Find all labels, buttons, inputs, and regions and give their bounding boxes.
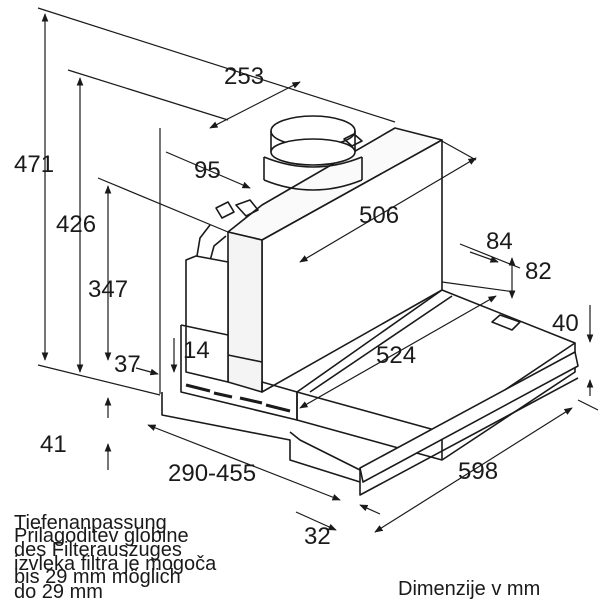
dim-label-84: 84 [486, 228, 513, 255]
note-slovenian-line-1: Prilagoditev globine [14, 525, 189, 547]
note-german-line-3: bis 29 mm möglich [14, 566, 181, 588]
dimension-lines [37, 7, 599, 533]
dimension-labels: 471 426 347 253 95 506 84 82 40 14 37 52… [14, 63, 579, 550]
dim-label-506: 506 [359, 202, 399, 229]
dim-label-471: 471 [14, 151, 54, 178]
dim-label-524: 524 [376, 342, 416, 369]
dim-label-32: 32 [304, 523, 331, 550]
dim-label-82: 82 [525, 258, 552, 285]
units-label: Dimenzije v mm [398, 578, 541, 600]
dim-label-95: 95 [194, 157, 221, 184]
dim-label-347: 347 [88, 276, 128, 303]
hood-body [161, 115, 579, 496]
dim-label-426: 426 [56, 211, 96, 238]
vent-slots [185, 383, 291, 413]
note-german-line-1: Tiefenanpassung [14, 512, 167, 534]
dim-label-37: 37 [114, 351, 141, 378]
note-slovenian-line-2: izvleka filtra je mogoča [14, 553, 217, 575]
dim-label-40: 40 [552, 310, 579, 337]
note-slovenian-line-3: do 29 mm [14, 581, 103, 603]
dim-label-290-455: 290-455 [168, 460, 256, 487]
dim-label-14: 14 [183, 337, 210, 364]
note-german-line-2: des Filterauszuges [14, 539, 182, 561]
canopy-side [227, 231, 263, 393]
dim-label-598: 598 [458, 458, 498, 485]
dim-label-253: 253 [224, 63, 264, 90]
dim-label-41: 41 [40, 431, 67, 458]
